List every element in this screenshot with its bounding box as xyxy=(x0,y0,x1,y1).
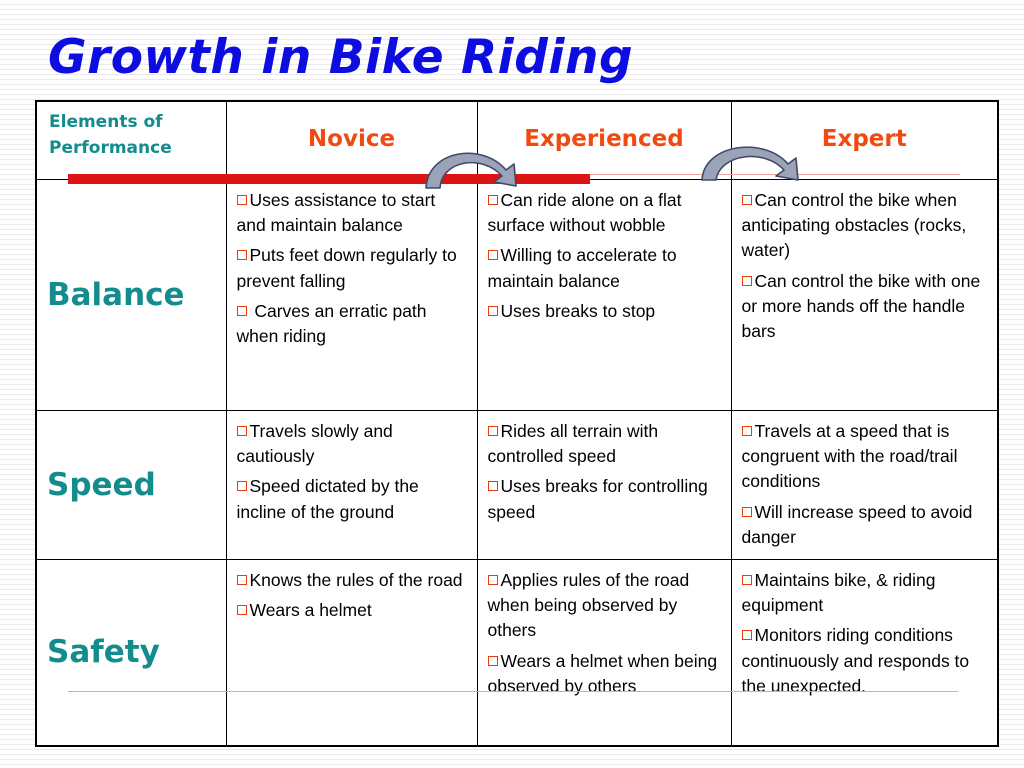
cell-balance-experienced: Can ride alone on a flat surface without… xyxy=(476,178,732,411)
bullet-text: Applies rules of the road when being obs… xyxy=(487,569,690,641)
header-row: Elements of Performance Novice Experienc… xyxy=(35,100,999,180)
cell-safety-experienced: Applies rules of the road when being obs… xyxy=(476,558,732,747)
checkbox-bullet-icon xyxy=(236,425,247,436)
bullet-text: Knows the rules of the road xyxy=(249,569,463,590)
checkbox-bullet-icon xyxy=(741,275,752,286)
bullet-item: Uses assistance to start and maintain ba… xyxy=(236,188,469,239)
bullet-text: Can control the bike when anticipating o… xyxy=(741,189,967,261)
bullet-item: Can control the bike with one or more ha… xyxy=(741,269,990,345)
bullet-item: Can ride alone on a flat surface without… xyxy=(487,188,723,239)
checkbox-bullet-icon xyxy=(487,250,498,261)
bullet-text: Maintains bike, & riding equipment xyxy=(741,569,936,615)
bullet-text: Uses breaks to stop xyxy=(500,301,656,321)
cell-balance-expert: Can control the bike when anticipating o… xyxy=(730,178,999,411)
bullet-item: Uses breaks to stop xyxy=(487,299,723,324)
bullet-text: Wears a helmet when being observed by ot… xyxy=(487,650,718,696)
row-header-speed: Speed xyxy=(35,409,227,560)
checkbox-bullet-icon xyxy=(236,194,247,205)
bullet-item: Can control the bike when anticipating o… xyxy=(741,188,990,264)
checkbox-bullet-icon xyxy=(487,481,498,492)
bullet-text: Puts feet down regularly to prevent fall… xyxy=(236,245,457,291)
slide-title: Growth in Bike Riding xyxy=(48,30,634,85)
bullet-item: Carves an erratic path when riding xyxy=(236,299,469,350)
bullet-item: Rides all terrain with controlled speed xyxy=(487,419,723,470)
performance-table: Elements of Performance Novice Experienc… xyxy=(35,100,999,747)
row-header-balance: Balance xyxy=(35,178,227,411)
checkbox-bullet-icon xyxy=(236,306,247,316)
checkbox-bullet-icon xyxy=(487,574,498,585)
bullet-item: Will increase speed to avoid danger xyxy=(741,500,990,551)
bullet-text: Speed dictated by the incline of the gro… xyxy=(236,476,419,522)
curved-arrow-icon xyxy=(425,152,517,189)
checkbox-bullet-icon xyxy=(741,506,752,517)
cell-speed-expert: Travels at a speed that is congruent wit… xyxy=(730,409,999,560)
checkbox-bullet-icon xyxy=(236,250,247,261)
bullet-item: Uses breaks for controlling speed xyxy=(487,474,723,525)
row-balance: Balance Uses assistance to start and mai… xyxy=(35,178,999,411)
level-header-experienced: Experienced xyxy=(476,100,732,180)
checkbox-bullet-icon xyxy=(487,306,498,316)
checkbox-bullet-icon xyxy=(487,425,498,436)
bullet-text: Carves an erratic path when riding xyxy=(236,301,427,347)
bullet-item: Applies rules of the road when being obs… xyxy=(487,568,723,644)
bullet-text: Uses breaks for controlling speed xyxy=(487,476,708,522)
cell-balance-novice: Uses assistance to start and maintain ba… xyxy=(225,178,478,411)
bullet-text: Can ride alone on a flat surface without… xyxy=(487,189,682,235)
bullet-item: Travels at a speed that is congruent wit… xyxy=(741,419,990,495)
bullet-item: Speed dictated by the incline of the gro… xyxy=(236,474,469,525)
level-header-expert: Expert xyxy=(730,100,999,180)
checkbox-bullet-icon xyxy=(741,630,752,641)
bullet-text: Rides all terrain with controlled speed xyxy=(487,420,659,466)
accent-line xyxy=(590,174,960,175)
accent-bar xyxy=(68,174,590,184)
checkbox-bullet-icon xyxy=(741,425,752,436)
bullet-text: Wears a helmet xyxy=(249,599,372,620)
bullet-item: Maintains bike, & riding equipment xyxy=(741,568,990,619)
checkbox-bullet-icon xyxy=(741,194,752,205)
bullet-text: Uses assistance to start and maintain ba… xyxy=(236,189,436,235)
bullet-item: Wears a helmet xyxy=(236,598,469,623)
checkbox-bullet-icon xyxy=(236,574,247,585)
bullet-text: Will increase speed to avoid danger xyxy=(741,501,973,547)
bullet-item: Monitors riding conditions continuously … xyxy=(741,623,990,699)
footer-line xyxy=(68,691,958,692)
bullet-text: Willing to accelerate to maintain balanc… xyxy=(487,245,677,291)
checkbox-bullet-icon xyxy=(487,655,498,666)
bullet-item: Willing to accelerate to maintain balanc… xyxy=(487,243,723,294)
bullet-text: Travels slowly and cautiously xyxy=(236,420,393,466)
bullet-item: Travels slowly and cautiously xyxy=(236,419,469,470)
checkbox-bullet-icon xyxy=(236,481,247,492)
corner-label-line2: Performance xyxy=(49,137,172,158)
bullet-text: Travels at a speed that is congruent wit… xyxy=(741,420,958,492)
bullet-item: Knows the rules of the road xyxy=(236,568,469,593)
elements-of-performance-label: Elements of Performance xyxy=(35,100,227,180)
checkbox-bullet-icon xyxy=(741,574,752,585)
bullet-text: Can control the bike with one or more ha… xyxy=(741,270,981,342)
row-header-safety: Safety xyxy=(35,558,227,747)
checkbox-bullet-icon xyxy=(236,604,247,615)
curved-arrow-icon xyxy=(701,146,799,181)
bullet-text: Monitors riding conditions continuously … xyxy=(741,625,970,696)
corner-label-line1: Elements of xyxy=(49,112,163,132)
checkbox-bullet-icon xyxy=(487,194,498,205)
bullet-item: Puts feet down regularly to prevent fall… xyxy=(236,243,469,294)
